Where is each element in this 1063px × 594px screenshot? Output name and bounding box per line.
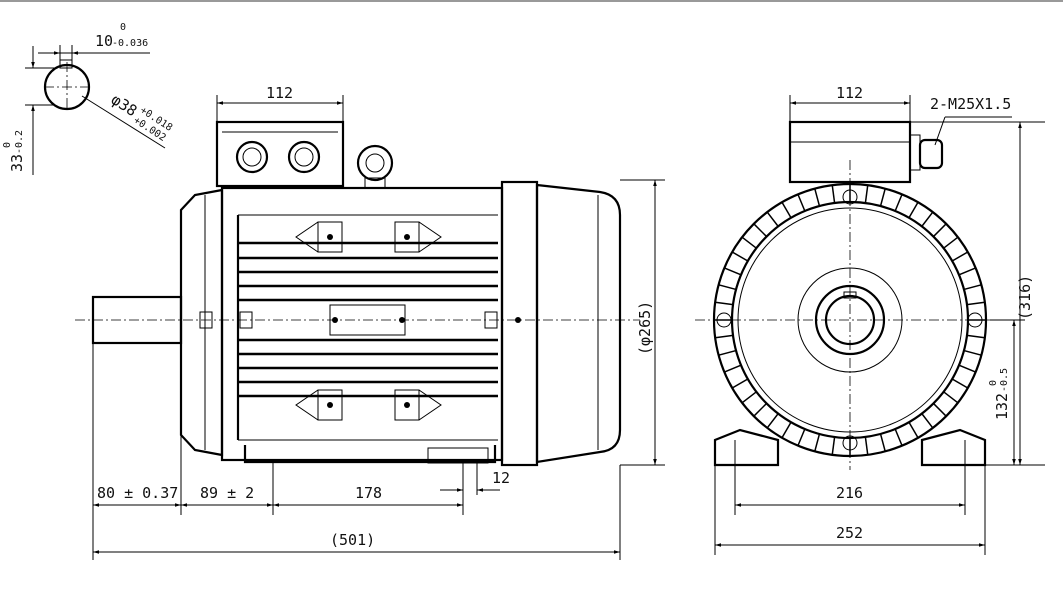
cooling-fin — [724, 364, 742, 373]
overall-length-dim: (501) — [330, 531, 375, 549]
cooling-fin — [921, 413, 934, 429]
motor-frame — [220, 186, 504, 462]
foot-spacing-dim: 178 — [355, 484, 382, 502]
cooling-fin — [864, 436, 869, 455]
front-view: 112 2-M25X1.5 (316) 132 -0.5 0 216 252 — [695, 84, 1045, 555]
cooling-fin — [932, 402, 947, 417]
cooling-fin — [921, 211, 934, 227]
cooling-fin — [894, 194, 903, 212]
cooling-fin — [781, 421, 792, 439]
cooling-fin — [753, 223, 768, 238]
shaft-height-dim: 132 — [993, 393, 1011, 420]
cooling-fin — [731, 251, 749, 262]
cable-gland — [918, 138, 944, 170]
foot-left — [713, 428, 780, 467]
cooling-fin — [831, 436, 836, 455]
cooling-fin — [958, 267, 976, 276]
overall-height-dim: (316) — [1016, 275, 1034, 320]
cooling-fin — [908, 201, 919, 219]
cooling-fin — [718, 349, 737, 356]
cooling-fin — [908, 421, 919, 439]
motor-foot — [243, 445, 497, 464]
key-width-tol-upper: 0 — [120, 22, 126, 33]
cooling-fin — [879, 188, 886, 207]
shaft-key-section: 10 0 -0.036 33 -0.2 0 φ38 +0.018 +0.002 — [2, 22, 174, 175]
shaft-length-dim: 80 ± 0.37 — [97, 484, 178, 502]
cooling-fin — [943, 391, 959, 404]
cooling-fin — [715, 301, 734, 306]
terminal-box-width-dim: 112 — [266, 84, 293, 102]
cooling-fin — [879, 433, 886, 452]
foot-hole-spacing-dim: 216 — [836, 484, 863, 502]
eyebolt — [356, 144, 394, 182]
shaft-end — [814, 284, 886, 356]
cooling-fin — [797, 194, 806, 212]
cooling-fin — [932, 223, 947, 238]
cooling-fin — [766, 413, 779, 429]
key-width-tol-lower: -0.036 — [112, 38, 148, 49]
cooling-fin — [966, 334, 985, 339]
cooling-fin — [766, 211, 779, 227]
cooling-fin — [718, 284, 737, 291]
cooling-fin — [724, 267, 742, 276]
cooling-fin — [715, 334, 734, 339]
cooling-fin — [966, 301, 985, 306]
foot-width-dim: 252 — [836, 524, 863, 542]
cooling-fin — [814, 433, 821, 452]
cooling-fin — [781, 201, 792, 219]
foot-right — [920, 428, 987, 467]
cooling-fin — [814, 188, 821, 207]
cooling-fin — [864, 185, 869, 204]
end-shield — [179, 188, 224, 457]
fan-cover — [535, 183, 622, 464]
cooling-fin — [831, 185, 836, 204]
cooling-fin — [958, 364, 976, 373]
key-depth-tol-lower: -0.2 — [14, 130, 25, 154]
shaft-height-tol-lower: -0.5 — [999, 368, 1010, 392]
key-depth-tol-upper: 0 — [2, 142, 13, 148]
key-depth-dim: 33 — [8, 154, 26, 172]
cooling-fin — [943, 236, 959, 249]
terminal-box — [215, 120, 345, 188]
cooling-fin — [731, 378, 749, 389]
cable-gland-label: 2-M25X1.5 — [930, 95, 1011, 113]
fan-cover-diameter-dim: (φ265) — [636, 301, 654, 355]
cooling-fin — [753, 402, 768, 417]
shaft-height-tol-upper: 0 — [988, 380, 999, 386]
shoulder-to-foot-dim: 89 ± 2 — [200, 484, 254, 502]
cooling-fin — [741, 236, 757, 249]
foot-hole-dim: 12 — [492, 469, 510, 487]
cooling-fin — [963, 284, 982, 291]
cooling-fin — [797, 428, 806, 446]
side-view: 112 (φ265) 80 ± 0.37 89 ± 2 178 12 (501) — [75, 84, 665, 560]
cooling-fin — [951, 378, 969, 389]
front-terminal-box-width-dim: 112 — [836, 84, 863, 102]
key-width-dim: 10 — [95, 32, 113, 50]
cooling-fin — [963, 349, 982, 356]
cooling-fin — [894, 428, 903, 446]
cooling-fin — [741, 391, 757, 404]
cooling-fin — [951, 251, 969, 262]
